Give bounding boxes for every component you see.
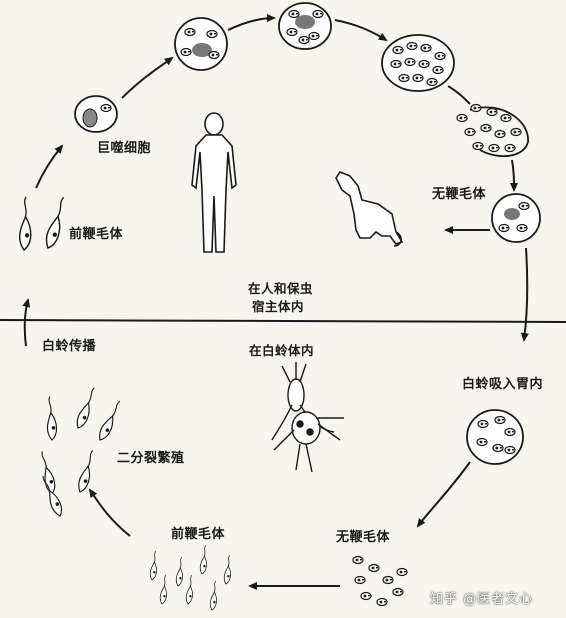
label-macrophage: 巨噬细胞 — [97, 141, 152, 156]
label-host-line1: 在人和保虫 — [248, 281, 314, 296]
label-host-line2: 宿主体内 — [252, 299, 305, 314]
infected-cell-1 — [174, 17, 228, 71]
label-sandfly-ingest: 白蛉吸入胃内 — [462, 377, 544, 392]
sandfly-gut-cell — [466, 409, 524, 465]
infected-cell-2 — [278, 2, 332, 50]
label-promastigote-bottom: 前鞭毛体 — [171, 527, 226, 542]
amastigote-group-bottom — [352, 555, 408, 607]
dog-figure — [335, 171, 404, 247]
promastigote-dividing-group — [34, 384, 122, 518]
label-in-sandfly: 在白蛉体内 — [249, 343, 315, 358]
watermark-text: 知乎 @医者文心 — [430, 592, 534, 607]
promastigote-group-left — [15, 194, 66, 252]
ruptured-cell — [456, 103, 529, 157]
host-divider-line — [0, 319, 566, 323]
macrophage-cell — [74, 95, 118, 133]
infected-cell-3 — [381, 34, 455, 92]
human-figure — [191, 112, 237, 253]
promastigote-group-bottom — [149, 544, 231, 611]
label-binary-fission: 二分裂繁殖 — [117, 451, 185, 466]
label-amastigote-bottom: 无鞭毛体 — [336, 530, 391, 545]
cycle-arrows — [22, 14, 529, 590]
macrophage-with-amastigotes-right — [491, 193, 541, 243]
label-amastigote-top: 无鞭毛体 — [432, 187, 487, 202]
label-sandfly-transmit: 白蛉传播 — [42, 339, 97, 354]
label-promastigote-left: 前鞭毛体 — [69, 227, 124, 242]
sandfly-figure — [271, 362, 344, 473]
